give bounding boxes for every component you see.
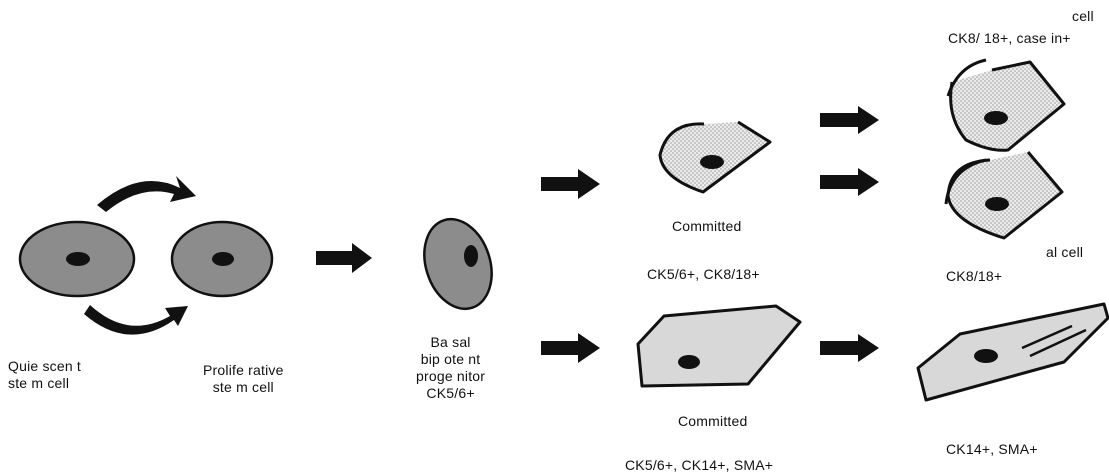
- basal-progenitor-label: Ba sal bip ote nt proge nitor CK5/6+: [416, 334, 485, 402]
- myoepithelial-cell-markers: CK14+, SMA+: [946, 441, 1038, 458]
- committed-luminal-markers: CK5/6+, CK8/18+: [647, 266, 760, 283]
- secretory-cell-label: cell: [1072, 8, 1094, 25]
- bottom-self-renewal-arrow: [84, 305, 188, 335]
- committed-myoepithelial-label: Committed: [678, 413, 747, 430]
- luminal-cell-label: al cell: [1046, 244, 1083, 261]
- secretory-cell-markers: CK8/ 18+, case in+: [948, 30, 1071, 47]
- committed-myoepithelial-markers: CK5/6+, CK14+, SMA+: [625, 457, 773, 474]
- arrow-to-committed-myoepithelial: [541, 333, 600, 363]
- arrow-to-myoepithelial-cell: [820, 334, 879, 362]
- luminal-cell: [946, 152, 1062, 238]
- arrow-to-basal-progenitor: [316, 243, 372, 273]
- secretory-luminal-cell: [948, 60, 1064, 150]
- arrow-to-committed-luminal: [541, 169, 600, 199]
- arrow-to-secretory-cell: [820, 106, 879, 134]
- basal-bipotent-progenitor-cell: [413, 210, 502, 317]
- committed-luminal-cell: [660, 122, 770, 192]
- myoepithelial-cell: [918, 304, 1108, 400]
- quiescent-stem-cell: [20, 222, 134, 296]
- luminal-cell-markers: CK8/18+: [946, 268, 1002, 285]
- proliferative-stem-cell-label: Prolife rative ste m cell: [203, 362, 284, 396]
- top-self-renewal-arrow: [97, 176, 196, 212]
- committed-luminal-label: Committed: [672, 218, 741, 235]
- arrow-to-luminal-cell: [820, 168, 879, 196]
- quiescent-stem-cell-label: Quie scen t ste m cell: [8, 358, 81, 392]
- proliferative-stem-cell: [172, 222, 272, 296]
- committed-myoepithelial-cell: [638, 306, 800, 386]
